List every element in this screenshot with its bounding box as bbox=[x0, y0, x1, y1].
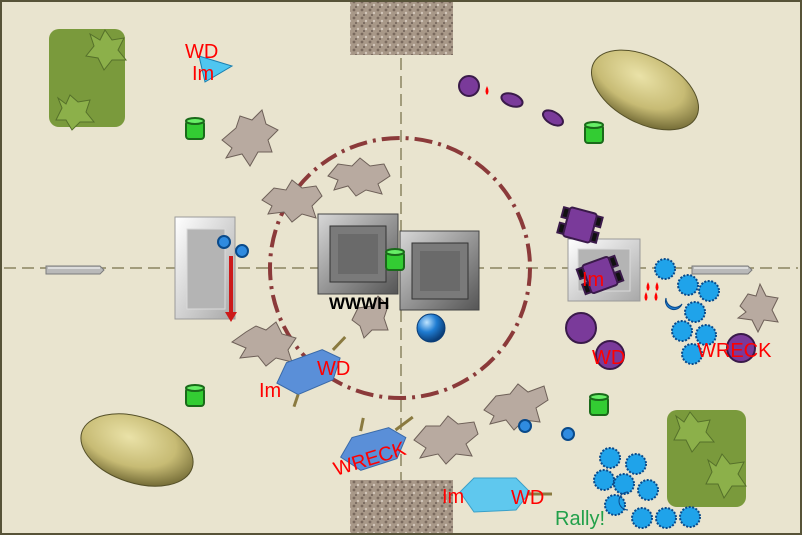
label-im-top-left: Im bbox=[192, 63, 214, 85]
purple-vehicle-2 bbox=[575, 254, 625, 296]
debris-7 bbox=[483, 383, 549, 431]
blue-model-a bbox=[217, 235, 231, 249]
swarm-1 bbox=[654, 258, 676, 280]
rock-bottom-left bbox=[80, 413, 194, 487]
label-wd-top-left: WD bbox=[185, 41, 218, 63]
purple-model-1 bbox=[458, 75, 480, 97]
barrel-5 bbox=[589, 393, 609, 416]
barrel-2 bbox=[584, 121, 604, 144]
cyan-marker[interactable] bbox=[198, 55, 234, 83]
objective-circle bbox=[268, 136, 532, 400]
building-center-right bbox=[399, 230, 480, 311]
pillar-left bbox=[174, 216, 236, 320]
label-wreck-right: WRECK bbox=[697, 340, 772, 362]
grass-bottom-right bbox=[667, 410, 747, 507]
debris-4 bbox=[351, 295, 389, 339]
swarm-4 bbox=[684, 301, 706, 323]
blue-model-d bbox=[561, 427, 575, 441]
purple-model-6 bbox=[726, 333, 756, 363]
label-im-bottom: Im bbox=[442, 486, 464, 508]
blue-model-c bbox=[518, 419, 532, 433]
rock-top-right bbox=[590, 49, 700, 131]
barrel-1 bbox=[185, 117, 205, 140]
swarm-7 bbox=[681, 343, 703, 365]
swarm-8 bbox=[599, 447, 621, 469]
label-wwwh: WWWH bbox=[329, 294, 389, 313]
purple-model-2 bbox=[500, 92, 524, 108]
label-rally: Rally! bbox=[555, 508, 605, 530]
blue-vehicle-left[interactable] bbox=[270, 335, 362, 409]
blue-swarm[interactable] bbox=[593, 258, 720, 529]
swarm-14 bbox=[631, 507, 653, 529]
blood-markers bbox=[485, 86, 659, 301]
debris-8 bbox=[736, 282, 779, 334]
barrel-3 bbox=[385, 248, 405, 271]
building-center-left bbox=[317, 213, 399, 295]
swarm-9 bbox=[625, 453, 647, 475]
swarm-11 bbox=[613, 473, 635, 495]
debris-2 bbox=[261, 179, 323, 223]
rubble-bottom bbox=[350, 480, 453, 533]
purple-model-5 bbox=[595, 340, 625, 370]
red-arrow bbox=[225, 256, 237, 322]
debris-6 bbox=[413, 415, 479, 465]
barrier-left bbox=[45, 265, 105, 275]
blue-model-b bbox=[235, 244, 249, 258]
label-wd-right: WD bbox=[592, 347, 625, 369]
swarm-5 bbox=[671, 320, 693, 342]
barrel-4 bbox=[185, 384, 205, 407]
rubble-top bbox=[350, 2, 453, 55]
label-im-right: Im bbox=[582, 269, 604, 291]
swarm-15 bbox=[655, 507, 677, 529]
game-ball[interactable] bbox=[416, 313, 446, 343]
purple-model-4 bbox=[565, 312, 597, 344]
blue-team-small[interactable] bbox=[217, 235, 575, 441]
barrier-right bbox=[691, 265, 753, 275]
swarm-2 bbox=[677, 274, 699, 296]
swarm-6 bbox=[695, 324, 717, 346]
purple-team[interactable] bbox=[458, 75, 756, 370]
blue-vehicle-wrecked[interactable] bbox=[332, 406, 422, 475]
barrels bbox=[185, 117, 609, 416]
swarm-10 bbox=[593, 469, 615, 491]
swarm-12 bbox=[637, 479, 659, 501]
label-wd-left: WD bbox=[317, 358, 350, 380]
blue-crescent-1 bbox=[664, 297, 683, 311]
grass-top-left bbox=[49, 29, 128, 131]
label-wd-bottom: WD bbox=[511, 487, 544, 509]
blue-crescent-2 bbox=[618, 491, 629, 511]
swarm-16 bbox=[679, 506, 701, 528]
label-im-left: Im bbox=[259, 380, 281, 402]
debris-3 bbox=[327, 157, 391, 197]
swarm-13 bbox=[604, 494, 626, 516]
purple-vehicle-1 bbox=[556, 206, 604, 244]
debris-clusters bbox=[221, 109, 779, 465]
purple-model-3 bbox=[542, 109, 564, 127]
debris-5 bbox=[230, 321, 297, 367]
swarm-3 bbox=[698, 280, 720, 302]
cyan-vehicle-bottom[interactable] bbox=[459, 477, 552, 513]
debris-1 bbox=[221, 109, 279, 167]
